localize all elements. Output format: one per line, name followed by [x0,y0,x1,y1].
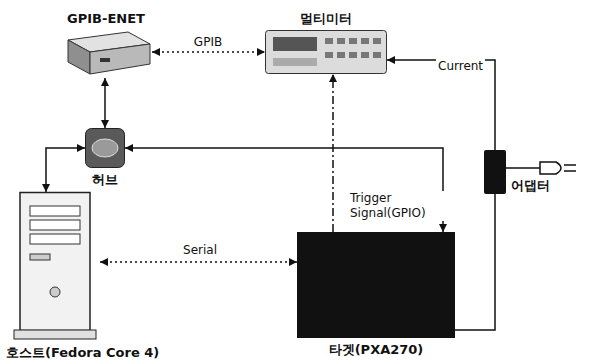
edge-label: Current [436,59,485,74]
device-icon [10,192,100,340]
device-icon [265,30,387,74]
connector [100,261,297,263]
device-label: 어댑터 [511,178,550,193]
edge-label: GPIB [192,35,224,50]
plug-icon [506,162,576,174]
device-icon [60,30,152,78]
device-label: 호스트(Fedora Core 4) [6,345,159,360]
hub-device: 허브 [85,128,125,168]
edge-label: Serial [181,243,219,258]
device-icon [484,150,506,194]
power-adapter: 어댑터 [484,150,506,194]
target-board: 타겟(PXA270) [297,232,455,338]
connector [46,148,85,192]
connector [125,148,443,232]
host-pc: 호스트(Fedora Core 4) [10,192,100,340]
device-label: 멀티미터 [300,11,352,26]
connector [387,60,495,150]
device-label: 허브 [92,172,118,187]
connector [455,194,495,330]
device-label: GPIB-ENET [67,11,145,26]
device-icon [85,128,125,168]
device-icon [297,232,455,338]
connector [332,74,334,232]
multimeter-device: 멀티미터 [265,30,387,74]
gpib-enet-device: GPIB-ENET [60,30,152,78]
connector [104,78,106,128]
connector [152,51,265,53]
device-label: 타겟(PXA270) [329,342,424,357]
edge-label: Trigger Signal(GPIO) [348,191,444,221]
